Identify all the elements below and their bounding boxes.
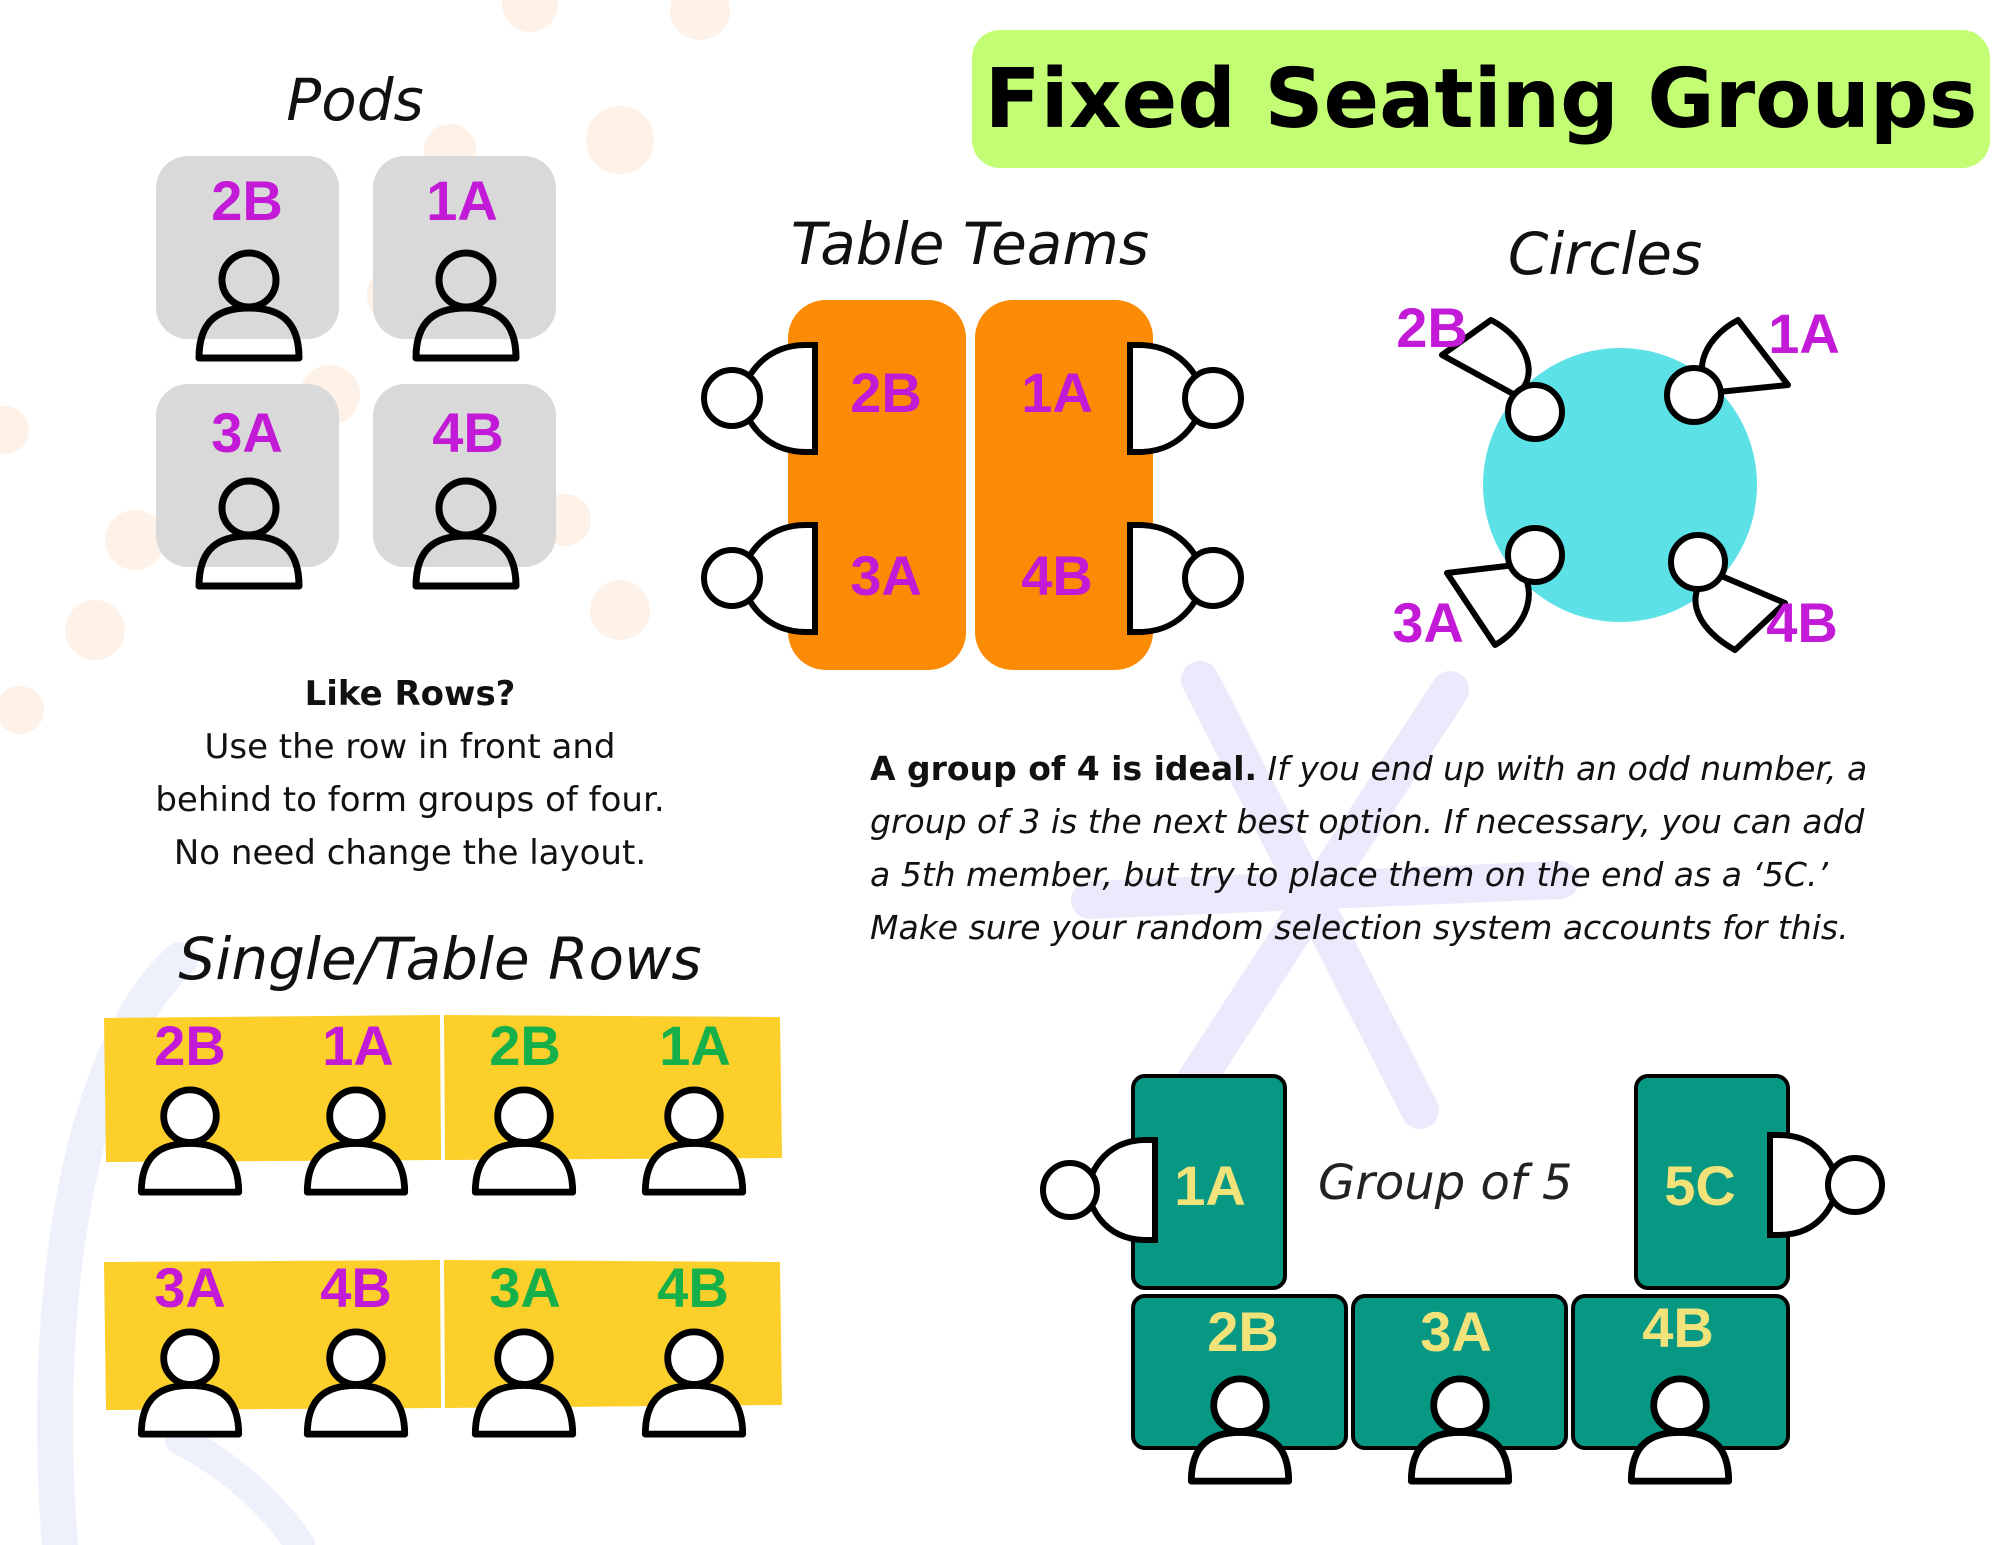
table-team-label: 4B xyxy=(1021,544,1093,607)
circle-label: 1A xyxy=(1768,302,1840,365)
pod-tile xyxy=(373,384,556,567)
page-title: Fixed Seating Groups xyxy=(984,51,1978,147)
chair-left-top xyxy=(701,342,818,455)
chair-right-side xyxy=(1767,1132,1885,1238)
like-rows-line: No need change the layout. xyxy=(173,833,647,873)
chair-left-bottom xyxy=(701,522,818,635)
pod-label: 3A xyxy=(211,401,283,464)
circle-chair-bl xyxy=(1444,525,1565,648)
row-label: 4B xyxy=(657,1256,729,1319)
single-rows-heading: Single/Table Rows xyxy=(178,925,702,993)
table-team-label: 2B xyxy=(850,361,922,424)
pod-label: 4B xyxy=(432,401,504,464)
pod-label: 2B xyxy=(211,169,283,232)
group-five-label: 1A xyxy=(1174,1154,1246,1217)
teal-desks xyxy=(1131,1074,1790,1450)
orange-table xyxy=(975,300,1153,670)
group-five-label: 2B xyxy=(1207,1300,1279,1363)
like-rows-note: Like Rows? Use the row in front and behi… xyxy=(90,668,730,880)
like-rows-title: Like Rows? xyxy=(304,674,516,714)
background-curve xyxy=(37,942,198,1545)
table-teams-heading: Table Teams xyxy=(790,210,1150,278)
group-five-label: 4B xyxy=(1642,1296,1714,1359)
row-label: 2B xyxy=(489,1014,561,1077)
title-banner: Fixed Seating Groups xyxy=(972,30,1990,168)
circle-label: 2B xyxy=(1396,296,1468,359)
orange-table xyxy=(788,300,966,670)
pod-tile xyxy=(373,156,556,339)
group-note-strong: A group of 4 is ideal. xyxy=(870,749,1258,788)
group-five-label: 5C xyxy=(1664,1154,1736,1217)
background-curve-2 xyxy=(165,1425,315,1545)
row-label: 3A xyxy=(154,1256,226,1319)
chair-left-side xyxy=(1040,1137,1158,1243)
circle-label: 3A xyxy=(1392,591,1464,654)
group-of-five-label: Group of 5 xyxy=(1318,1155,1573,1211)
pods-heading: Pods xyxy=(286,66,424,134)
table-team-label: 1A xyxy=(1021,361,1093,424)
row-label: 1A xyxy=(659,1014,731,1077)
circle-label: 4B xyxy=(1766,591,1838,654)
like-rows-line: behind to form groups of four. xyxy=(155,780,665,820)
group-size-note: A group of 4 is ideal. If you end up wit… xyxy=(870,742,1870,954)
chair-right-bottom xyxy=(1127,522,1244,635)
row-label: 2B xyxy=(154,1014,226,1077)
circle-chair-tl xyxy=(1439,317,1565,442)
row-label: 3A xyxy=(489,1256,561,1319)
circles-heading: Circles xyxy=(1507,220,1703,288)
circle-chair-tr xyxy=(1664,317,1791,425)
chair-right-top xyxy=(1127,342,1244,455)
row-label: 1A xyxy=(322,1014,394,1077)
pod-tile xyxy=(156,384,339,567)
pod-tile xyxy=(156,156,339,339)
row-label: 4B xyxy=(320,1256,392,1319)
pod-tiles xyxy=(156,156,556,567)
background-star xyxy=(1071,661,1579,1139)
pod-label: 1A xyxy=(426,169,498,232)
circle-chair-br xyxy=(1668,532,1788,653)
table-team-label: 3A xyxy=(850,544,922,607)
group-five-label: 3A xyxy=(1420,1300,1492,1363)
group-note-text: If you end up with an odd number, a grou… xyxy=(870,749,1868,947)
like-rows-line: Use the row in front and xyxy=(204,727,616,767)
